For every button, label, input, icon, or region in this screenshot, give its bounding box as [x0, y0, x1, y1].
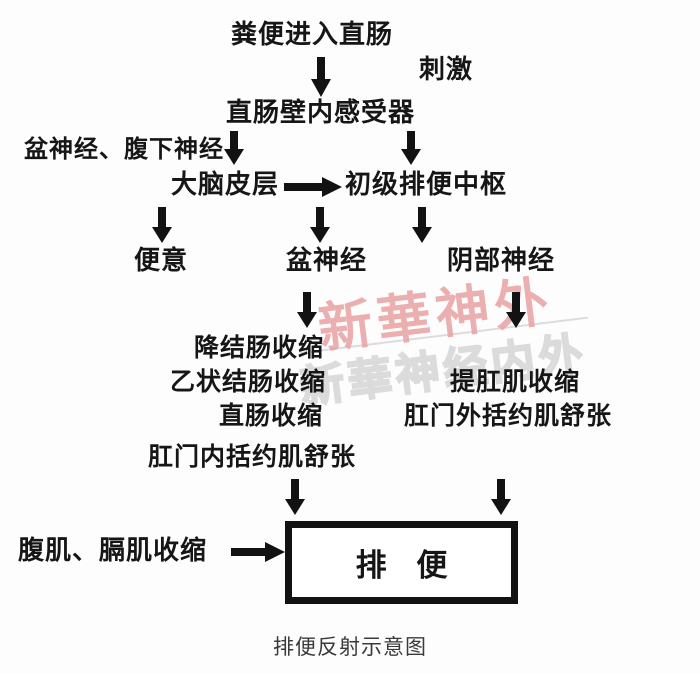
node-rectal-wall-receptor: 直肠壁内感受器	[226, 98, 416, 127]
arrow-cortex-to-urge	[152, 207, 172, 243]
node-levator-ani-contraction: 提肛肌收缩	[450, 369, 581, 396]
diagram-caption: 排便反射示意图	[273, 636, 427, 659]
arrow-center-to-pudendal-nerve	[412, 207, 432, 243]
node-urge-to-defecate: 便意	[134, 246, 189, 275]
watermark-rule	[299, 316, 588, 354]
arrow-cortex-to-center	[284, 176, 342, 198]
node-pudendal-nerve: 阴部神经	[447, 246, 556, 275]
node-external-anal-sphincter-relaxation: 肛门外括约肌舒张	[404, 403, 613, 430]
arrow-stool-to-receptor	[311, 57, 331, 97]
node-abdominal-diaphragm-contraction: 腹肌、膈肌收缩	[18, 536, 208, 565]
node-pelvic-hypogastric-nerve: 盆神经、腹下神经	[24, 137, 224, 163]
outcome-box: 排 便	[285, 521, 518, 604]
watermark-secondary: 新華神经内外	[297, 328, 591, 414]
arrow-left-effectors-to-outcome	[285, 479, 305, 515]
arrow-right-effectors-to-outcome	[491, 479, 511, 515]
node-rectum-contraction: 直肠收缩	[219, 403, 324, 430]
node-sigmoid-colon-contraction: 乙状结肠收缩	[170, 369, 327, 396]
arrow-center-to-pelvic-nerve	[310, 207, 330, 243]
arrow-pelvic-nerve-to-effectors	[297, 292, 317, 328]
node-stool-enters-rectum: 粪便进入直肠	[231, 20, 394, 49]
arrow-receptor-to-cortex	[224, 131, 244, 165]
arrow-abdominal-to-outcome	[231, 541, 285, 563]
node-cerebral-cortex: 大脑皮层	[171, 170, 280, 199]
node-descending-colon-contraction: 降结肠收缩	[194, 335, 325, 362]
node-pelvic-nerve: 盆神经	[286, 246, 368, 275]
node-internal-anal-sphincter-relaxation: 肛门内括约肌舒张	[148, 444, 357, 471]
arrow-pudendal-nerve-to-effectors	[506, 292, 526, 328]
arrow-receptor-to-center	[401, 131, 421, 165]
outcome-label: 排 便	[355, 548, 459, 583]
node-stimulus: 刺激	[419, 55, 474, 84]
node-primary-defecation-center: 初级排便中枢	[345, 170, 508, 199]
